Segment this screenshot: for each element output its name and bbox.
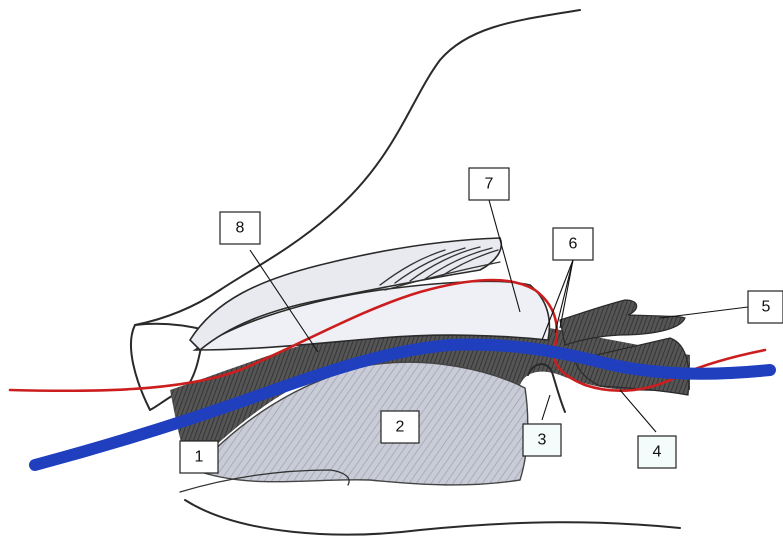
label-7: 7 [469, 168, 509, 200]
label-1-text: 1 [195, 449, 204, 466]
upper-right-duct [560, 300, 685, 345]
label-2: 2 [381, 411, 419, 443]
label-2-text: 2 [396, 419, 405, 436]
label-6: 6 [553, 228, 593, 260]
label-8-text: 8 [236, 220, 245, 237]
leader-4 [620, 390, 656, 432]
leader-3 [542, 395, 550, 420]
label-4: 4 [638, 436, 676, 468]
label-3: 3 [523, 424, 561, 456]
leader-5 [660, 307, 748, 318]
label-7-text: 7 [485, 176, 494, 193]
label-8: 8 [220, 212, 260, 244]
label-6-text: 6 [569, 236, 578, 253]
label-1: 1 [180, 441, 218, 473]
label-5-text: 5 [762, 299, 771, 316]
lower-contour-line [185, 500, 680, 535]
label-3-text: 3 [538, 432, 547, 449]
label-4-text: 4 [653, 444, 662, 461]
label-5: 5 [748, 291, 783, 323]
